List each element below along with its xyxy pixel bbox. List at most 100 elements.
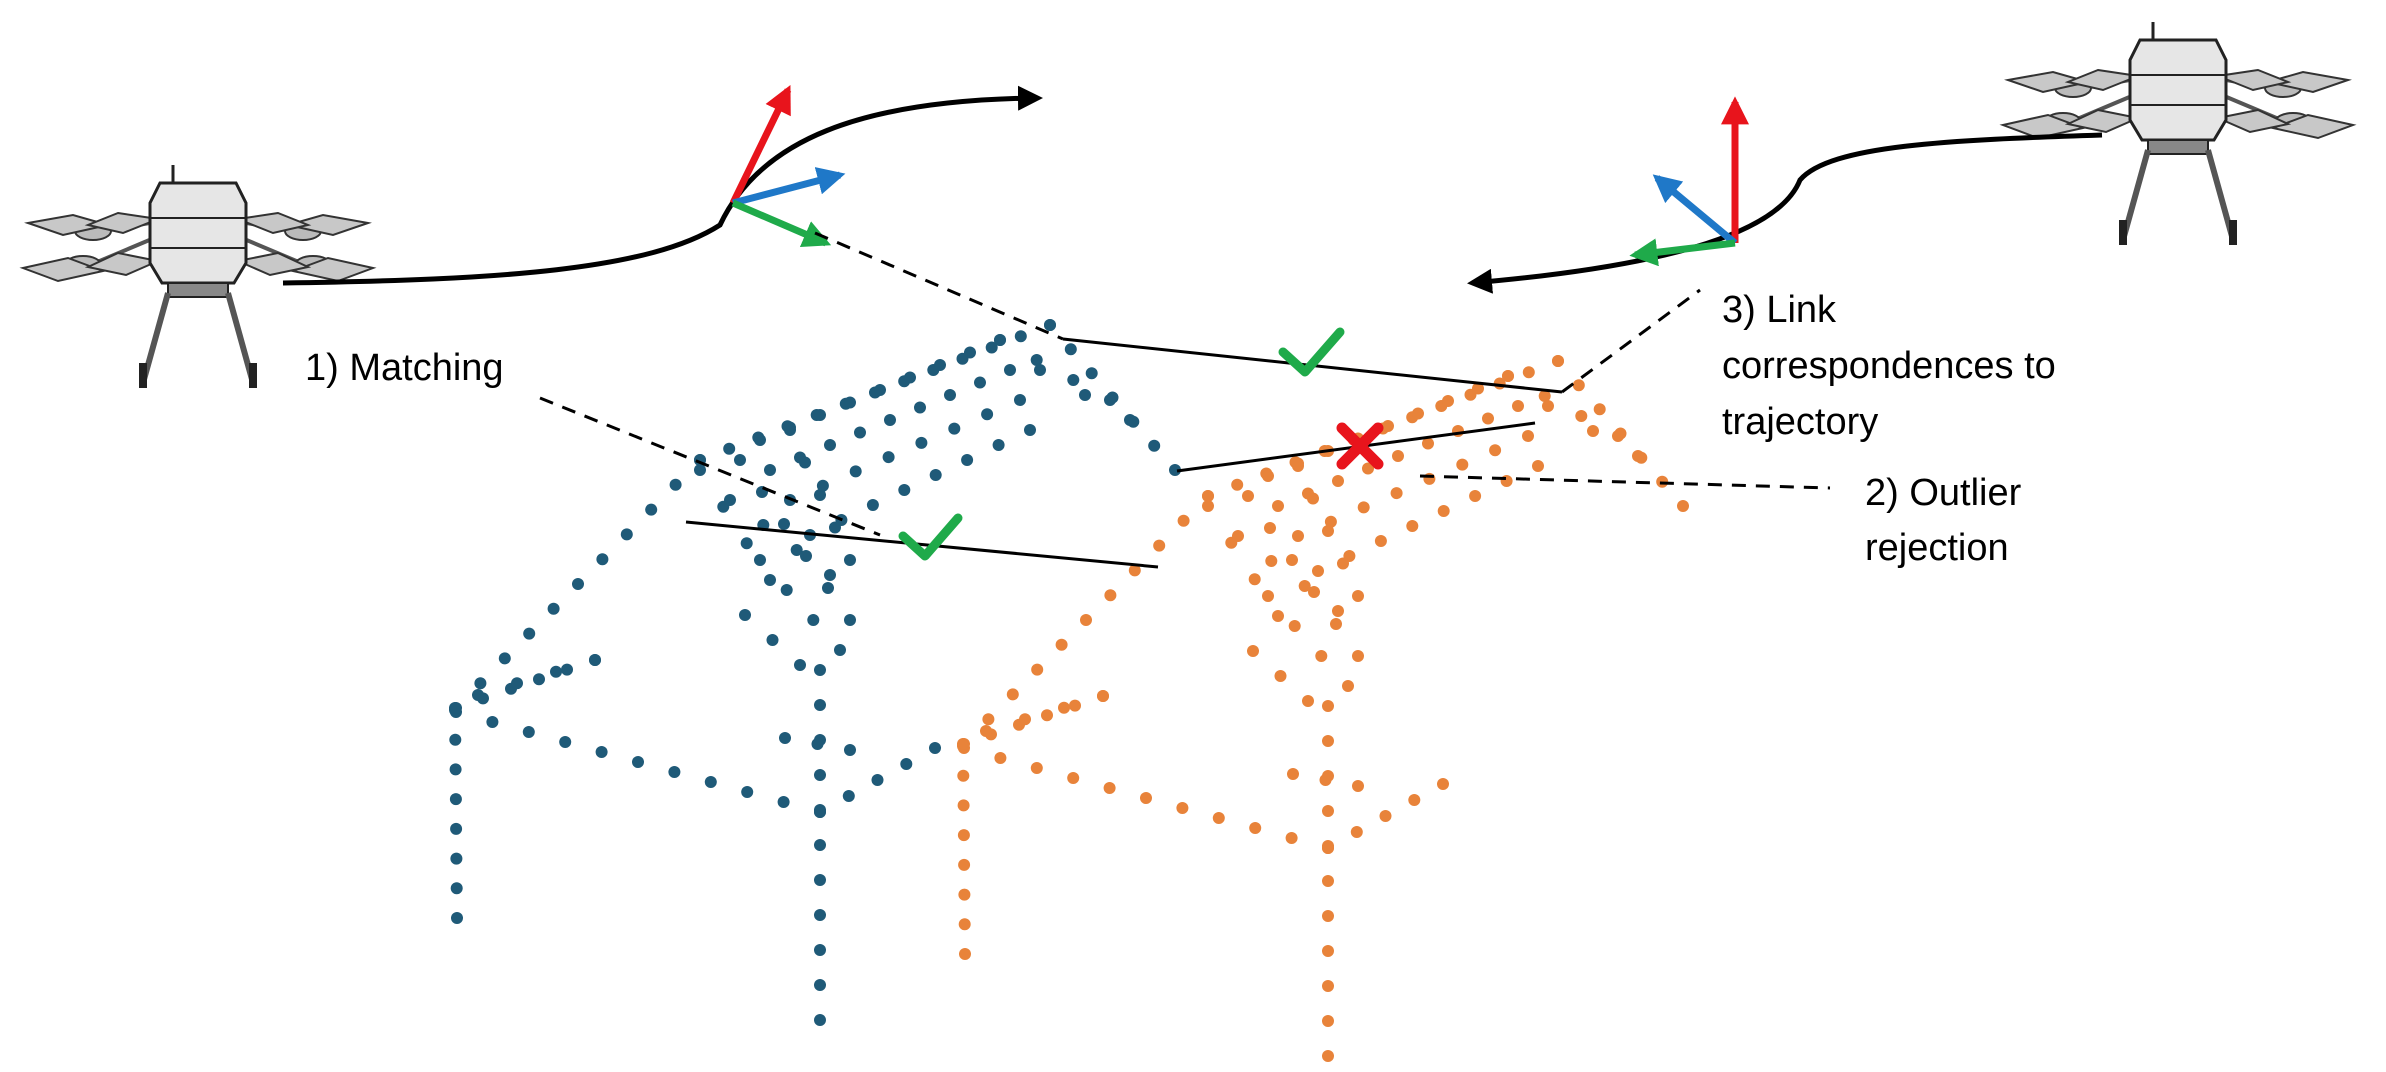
cloud-b-point xyxy=(1322,875,1334,887)
cloud-b-point xyxy=(1322,980,1334,992)
cloud-b-point xyxy=(958,738,970,750)
cloud-b-point xyxy=(1422,437,1434,450)
cloud-b-point xyxy=(957,799,970,812)
cloud-a-point xyxy=(794,659,806,671)
cloud-b-point xyxy=(1522,430,1534,442)
cloud-a-point xyxy=(814,409,826,421)
cloud-b-point xyxy=(1437,778,1449,790)
cloud-b-point xyxy=(1587,425,1599,437)
cloud-a-point xyxy=(784,421,796,434)
cloud-a-point xyxy=(844,614,856,626)
cloud-b-point xyxy=(1312,565,1324,577)
cloud-b-point xyxy=(1055,638,1068,651)
cloud-a-point xyxy=(992,439,1005,451)
cloud-b-point xyxy=(1128,564,1141,577)
cloud-a-point xyxy=(450,882,463,895)
cloud-a-point xyxy=(704,776,717,788)
cloud-a-point xyxy=(511,677,523,690)
label-matching: 1) Matching xyxy=(305,347,504,389)
cloud-a-point xyxy=(780,584,793,596)
cloud-b-point xyxy=(1502,370,1514,382)
cloud-a-point xyxy=(854,426,866,439)
cloud-b-point xyxy=(1532,460,1544,472)
cloud-a-point xyxy=(669,478,682,491)
cloud-a-point xyxy=(794,451,806,464)
cloud-b-point xyxy=(1352,650,1364,662)
label-link-line1: 3) Link xyxy=(1722,289,1837,331)
cloud-a-point xyxy=(844,744,856,756)
cloud-a-point xyxy=(814,489,826,501)
cloud-a-point xyxy=(1030,354,1043,366)
cloud-a-point xyxy=(740,537,753,550)
cloud-a-point xyxy=(723,442,736,455)
cloud-b-point xyxy=(1212,812,1225,824)
cloud-a-point xyxy=(734,454,746,466)
cloud-a-point xyxy=(1104,394,1116,406)
cloud-a-point xyxy=(724,494,736,506)
cloud-b-point xyxy=(1456,458,1469,471)
cloud-b-point xyxy=(1322,1015,1334,1027)
cloud-a-point xyxy=(1044,319,1056,331)
cloud-b-point xyxy=(1069,699,1081,712)
cloud-b-point xyxy=(1058,701,1070,714)
correspondence-line-3 xyxy=(685,520,1159,569)
label-link-line2: correspondences to xyxy=(1722,345,2056,387)
cloud-a-point xyxy=(764,574,776,586)
cloud-a-point xyxy=(1014,330,1027,343)
cloud-b-point xyxy=(1019,713,1031,726)
cloud-b-point xyxy=(1437,505,1450,517)
cloud-a-point xyxy=(1034,364,1046,376)
cloud-a-point xyxy=(914,401,926,414)
cloud-b-point xyxy=(1522,366,1535,379)
cloud-a-point xyxy=(882,451,895,464)
cloud-a-point xyxy=(589,654,601,666)
cloud-a-point xyxy=(450,852,463,865)
frame-left-axis-x xyxy=(729,84,792,205)
cloud-a-point xyxy=(561,663,573,676)
cloud-b-point xyxy=(1262,590,1274,602)
check-mark-icon-1 xyxy=(1278,327,1345,377)
cloud-b-point xyxy=(1472,382,1484,395)
cloud-b-point xyxy=(957,829,970,842)
cloud-b-point xyxy=(959,948,971,960)
cloud-b-point xyxy=(1067,772,1080,784)
cloud-b-point xyxy=(1390,487,1403,500)
cloud-b-point xyxy=(1140,792,1152,804)
cloud-a-point xyxy=(814,664,826,676)
cloud-a-point xyxy=(596,553,609,566)
cloud-a-point xyxy=(985,341,998,354)
cloud-b-point xyxy=(1324,515,1337,528)
drone-icon-right xyxy=(2003,22,2353,245)
cloud-b-point xyxy=(1593,403,1606,416)
cloud-b-point xyxy=(1080,614,1092,626)
cloud-b-point xyxy=(1379,810,1392,822)
cloud-b-point xyxy=(1249,822,1262,834)
cloud-b-point xyxy=(1302,487,1314,500)
cloud-a-point xyxy=(981,408,994,421)
cloud-a-point xyxy=(754,554,766,566)
cloud-a-point xyxy=(948,422,961,435)
cloud-a-point xyxy=(974,376,986,389)
cloud-b-point xyxy=(1031,663,1044,676)
cloud-b-point xyxy=(1374,535,1387,547)
leader-frame-right xyxy=(1561,288,1701,394)
cloud-b-point xyxy=(1408,794,1421,806)
cloud-a-point xyxy=(1148,439,1161,452)
cloud-a-point xyxy=(944,389,956,401)
cloud-b-point xyxy=(1248,573,1261,586)
cloud-b-point xyxy=(1308,586,1320,598)
cloud-b-point xyxy=(1292,457,1304,470)
cloud-a-point xyxy=(994,334,1006,346)
cloud-b-point xyxy=(1538,390,1551,402)
cloud-a-point xyxy=(814,979,826,991)
cloud-b-point xyxy=(1552,355,1564,367)
cloud-a-point xyxy=(929,742,941,754)
cloud-a-point xyxy=(964,346,976,359)
cloud-a-point xyxy=(739,609,751,621)
cloud-a-point xyxy=(811,738,824,750)
cloud-a-point xyxy=(498,652,511,665)
cloud-a-point xyxy=(824,439,836,451)
frame-right-axis-y xyxy=(1652,174,1738,246)
cloud-a-point xyxy=(645,503,658,516)
cloud-a-point xyxy=(559,736,572,748)
